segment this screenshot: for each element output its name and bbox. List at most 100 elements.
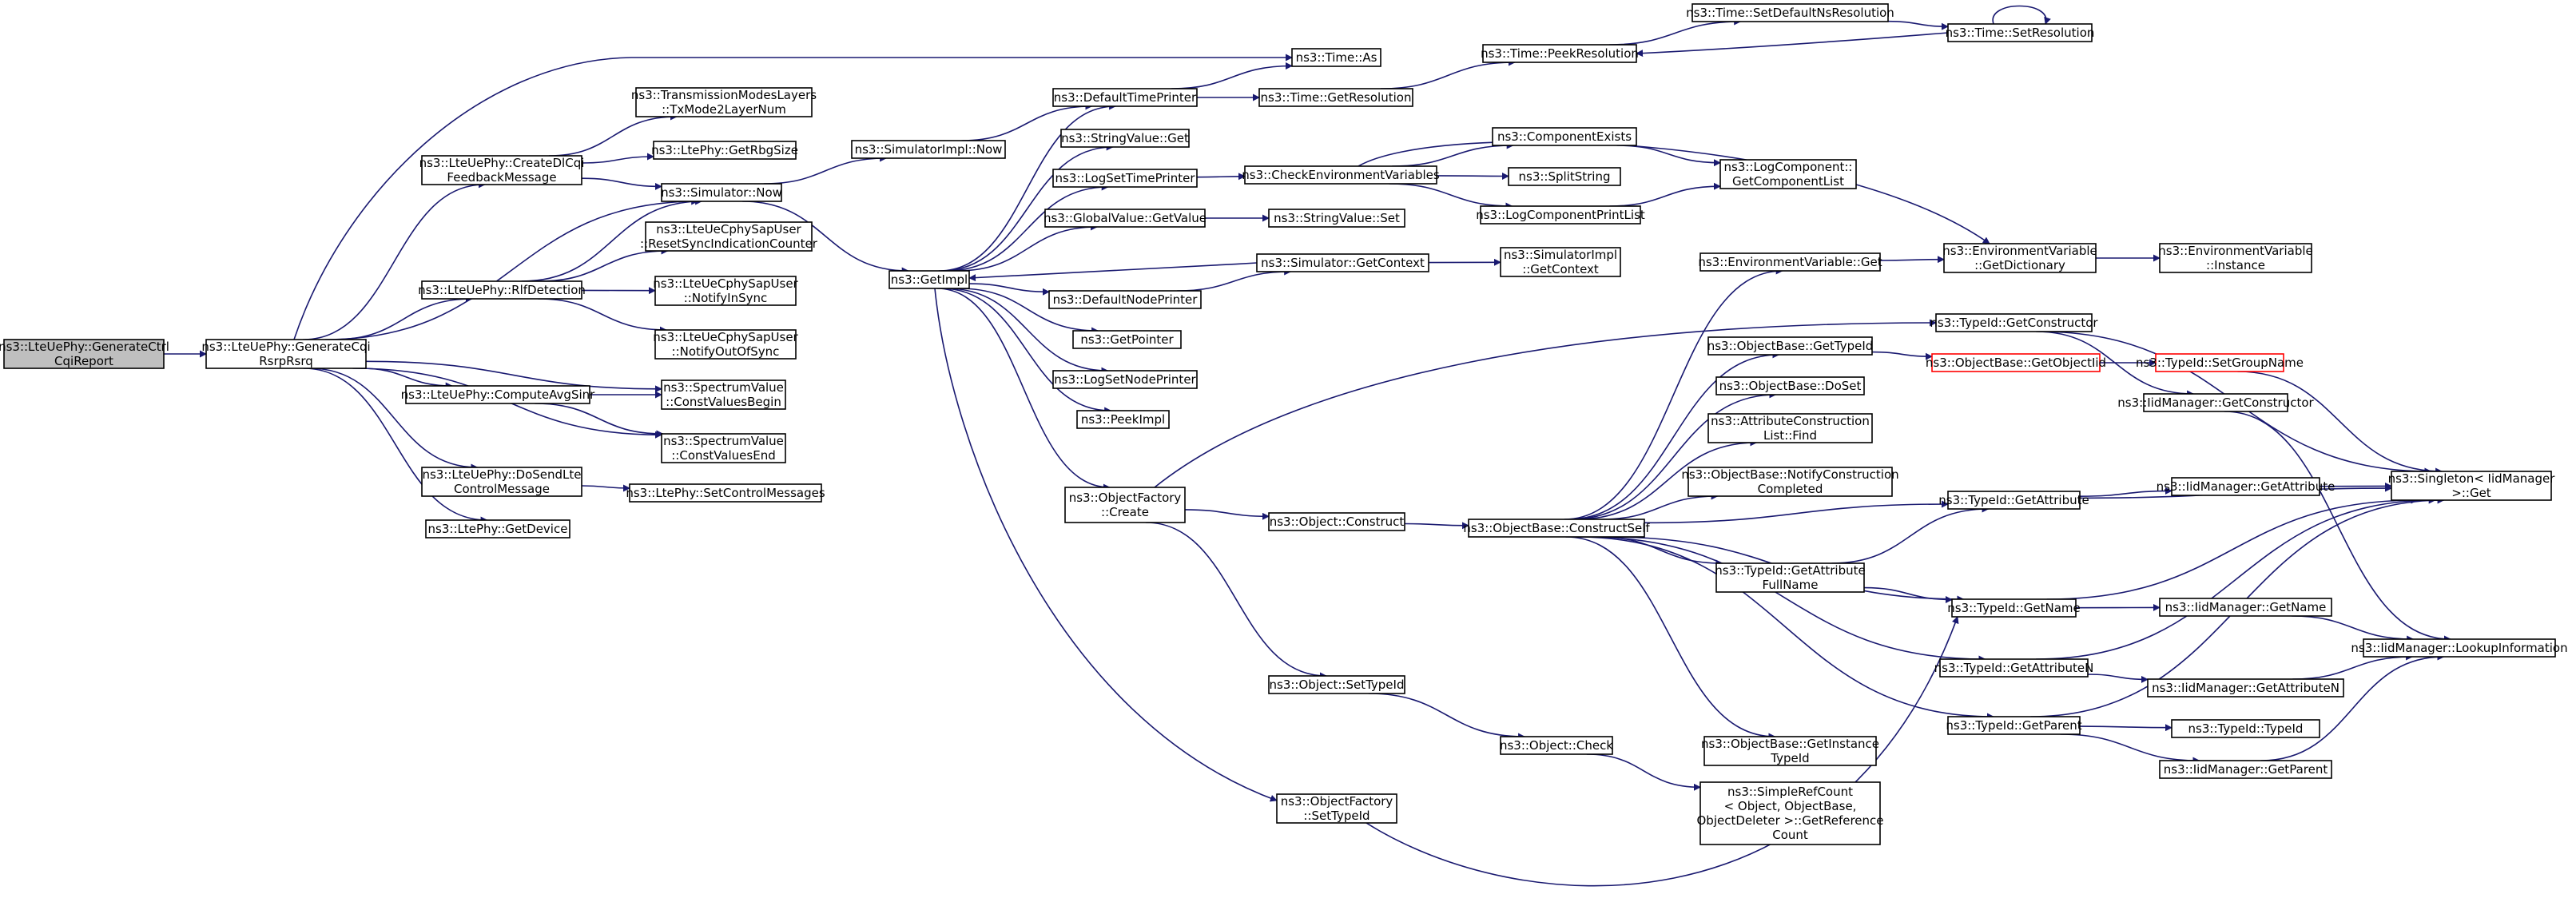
node-simGetCtx[interactable]: ns3::Simulator::GetContext xyxy=(1256,253,1429,272)
edge-rlf-to-simNow xyxy=(521,197,703,282)
node-defNode[interactable]: ns3::DefaultNodePrinter xyxy=(1048,290,1202,309)
node-label: ns3::IidManager::LookupInformation xyxy=(2351,641,2567,655)
node-box xyxy=(1931,353,2101,372)
node-label: ns3::ObjectBase::GetObjectIid xyxy=(1926,356,2106,370)
node-notifyOut[interactable]: ns3::LteUeCphySapUser::NotifyOutOfSync xyxy=(653,329,799,360)
edge-tidGetName-to-singleton xyxy=(2046,496,2419,600)
node-getPointer[interactable]: ns3::GetPointer xyxy=(1072,330,1182,349)
node-ofCreate[interactable]: ns3::ObjectFactory::Create xyxy=(1064,487,1186,523)
node-getRes[interactable]: ns3::Time::GetResolution xyxy=(1258,88,1413,107)
node-compExists[interactable]: ns3::ComponentExists xyxy=(1492,127,1637,146)
edge-getImpl-to-defNode xyxy=(968,283,1050,296)
node-cvBegin[interactable]: ns3::SpectrumValue::ConstValuesBegin xyxy=(661,380,786,410)
node-avgSinr[interactable]: ns3::LteUePhy::ComputeAvgSinr xyxy=(401,385,595,404)
node-simImplCtx[interactable]: ns3::SimulatorImpl::GetContext xyxy=(1500,247,1621,277)
node-simImplNow[interactable]: ns3::SimulatorImpl::Now xyxy=(851,140,1006,159)
node-iidGetAttrN[interactable]: ns3::IidManager::GetAttributeN xyxy=(2147,678,2344,697)
node-iidGetCtor[interactable]: ns3::IidManager::GetConstructor xyxy=(2117,393,2315,412)
node-splitStr[interactable]: ns3::SplitString xyxy=(1508,167,1621,186)
node-box xyxy=(1500,247,1621,277)
node-label: ns3::SimulatorImpl xyxy=(1504,248,1617,262)
edge-doSend-to-setCtrl xyxy=(581,484,630,492)
node-ofSetTid[interactable]: ns3::ObjectFactory::SetTypeId xyxy=(1276,793,1397,824)
node-envInst[interactable]: ns3::EnvironmentVariable::Instance xyxy=(2158,243,2313,273)
node-label: ns3::LteUePhy::GenerateCqi xyxy=(201,340,370,354)
node-iidLookup[interactable]: ns3::IidManager::LookupInformation xyxy=(2351,638,2568,658)
node-obDoSet[interactable]: ns3::ObjectBase::DoSet xyxy=(1715,376,1865,395)
node-setDefNs[interactable]: ns3::Time::SetDefaultNsResolution xyxy=(1686,3,1894,22)
node-obNotify[interactable]: ns3::ObjectBase::NotifyConstructionCompl… xyxy=(1681,467,1899,497)
node-obGetTid[interactable]: ns3::ObjectBase::GetTypeId xyxy=(1707,336,1874,356)
node-box xyxy=(1492,127,1637,146)
node-objConstruct[interactable]: ns3::Object::Construct xyxy=(1268,512,1405,531)
node-logCompPrint[interactable]: ns3::LogComponentPrintList xyxy=(1476,205,1645,225)
node-tidGetAttr[interactable]: ns3::TypeId::GetAttribute xyxy=(1938,491,2089,510)
node-createDl[interactable]: ns3::LteUePhy::CreateDlCqiFeedbackMessag… xyxy=(419,155,585,185)
node-envGet[interactable]: ns3::EnvironmentVariable::Get xyxy=(1698,252,1882,272)
node-obGetOid[interactable]: ns3::ObjectBase::GetObjectIid xyxy=(1926,353,2106,372)
node-getImpl[interactable]: ns3::GetImpl xyxy=(888,270,970,289)
edge-obConstructSelf-to-obGetInst xyxy=(1565,536,1776,741)
node-rbg[interactable]: ns3::LtePhy::GetRbgSize xyxy=(651,141,798,160)
node-envDict[interactable]: ns3::EnvironmentVariable::GetDictionary xyxy=(1942,243,2097,273)
node-label: ns3::ObjectBase::DoSet xyxy=(1719,379,1862,393)
edge-getImpl-to-logSetNode xyxy=(946,288,1109,375)
node-iidGetParent[interactable]: ns3::IidManager::GetParent xyxy=(2159,760,2332,779)
node-box xyxy=(1699,252,1881,272)
node-tidSetGroup[interactable]: ns3::TypeId::SetGroupName xyxy=(2136,353,2304,372)
node-label: Count xyxy=(1772,828,1808,842)
node-peekRes[interactable]: ns3::Time::PeekResolution xyxy=(1481,44,1639,63)
node-cvEnd[interactable]: ns3::SpectrumValue::ConstValuesEnd xyxy=(661,433,786,463)
node-strSet[interactable]: ns3::StringValue::Set xyxy=(1268,209,1405,228)
node-objCheck[interactable]: ns3::Object::Check xyxy=(1500,736,1613,755)
edge-ofCreate-to-objSetTid xyxy=(1145,522,1327,680)
node-iidGetName[interactable]: ns3::IidManager::GetName xyxy=(2159,598,2332,617)
node-label: ns3::SimulatorImpl::Now xyxy=(855,142,1003,157)
edge-simNow-to-getImpl xyxy=(742,201,909,275)
node-box xyxy=(661,433,786,463)
node-srcGetRef[interactable]: ns3::SimpleRefCount< Object, ObjectBase,… xyxy=(1696,781,1884,845)
node-obConstructSelf[interactable]: ns3::ObjectBase::ConstructSelf xyxy=(1463,519,1650,538)
node-defTime[interactable]: ns3::DefaultTimePrinter xyxy=(1052,88,1198,107)
node-checkEnv[interactable]: ns3::CheckEnvironmentVariables xyxy=(1242,165,1440,185)
node-peekImpl[interactable]: ns3::PeekImpl xyxy=(1076,410,1170,429)
node-notifyIn[interactable]: ns3::LteUeCphySapUser::NotifyInSync xyxy=(653,276,799,306)
node-txMode[interactable]: ns3::TransmissionModesLayers::TxMode2Lay… xyxy=(631,87,817,117)
edge-objSetTid-to-objCheck xyxy=(1368,693,1526,741)
node-label: ns3::LteUePhy::GenerateCtrl xyxy=(0,340,169,354)
node-tidGetAttrN[interactable]: ns3::TypeId::GetAttributeN xyxy=(1934,658,2094,678)
node-label: ns3::LteUeCphySapUser xyxy=(653,276,798,291)
node-tidGetCtor[interactable]: ns3::TypeId::GetConstructor xyxy=(1930,313,2098,332)
edge-peekRes-to-setDefNs xyxy=(1609,18,1742,46)
node-tidTypeId[interactable]: ns3::TypeId::TypeId xyxy=(2171,719,2320,738)
node-tidGetParent[interactable]: ns3::TypeId::GetParent xyxy=(1946,716,2082,735)
node-logSetTime[interactable]: ns3::LogSetTimePrinter xyxy=(1052,169,1198,188)
node-singleton[interactable]: ns3::Singleton< IidManager>::Get xyxy=(2388,471,2556,501)
node-simNow[interactable]: ns3::Simulator::Now xyxy=(661,183,782,202)
node-box xyxy=(1076,410,1170,429)
node-objSetTid[interactable]: ns3::Object::SetTypeId xyxy=(1268,675,1405,694)
node-timeAs[interactable]: ns3::Time::As xyxy=(1291,48,1381,67)
node-setCtrl[interactable]: ns3::LtePhy::SetControlMessages xyxy=(626,483,825,503)
node-iidGetAttr[interactable]: ns3::IidManager::GetAttribute xyxy=(2157,477,2335,496)
node-tidGetName[interactable]: ns3::TypeId::GetName xyxy=(1947,598,2081,618)
node-box xyxy=(629,483,822,503)
node-getDevice[interactable]: ns3::LtePhy::GetDevice xyxy=(425,519,570,538)
node-gvGet[interactable]: ns3::GlobalValue::GetValue xyxy=(1044,209,1207,228)
node-logSetNode[interactable]: ns3::LogSetNodePrinter xyxy=(1052,370,1198,389)
node-logCompGet[interactable]: ns3::LogComponent::GetComponentList xyxy=(1719,159,1857,189)
edge-checkEnv-to-splitStr xyxy=(1436,172,1509,180)
edge-obConstructSelf-to-tidGetAttr xyxy=(1644,500,1949,524)
node-rlf[interactable]: ns3::LteUePhy::RlfDetection xyxy=(418,280,586,300)
node-setRes[interactable]: ns3::Time::SetResolution xyxy=(1946,23,2095,42)
node-strGet[interactable]: ns3::StringValue::Get xyxy=(1060,129,1190,148)
node-resetSync[interactable]: ns3::LteUeCphySapUser::ResetSyncIndicati… xyxy=(640,221,818,252)
node-label: ns3::ObjectBase::GetTypeId xyxy=(1707,339,1874,353)
node-box xyxy=(1268,209,1405,228)
